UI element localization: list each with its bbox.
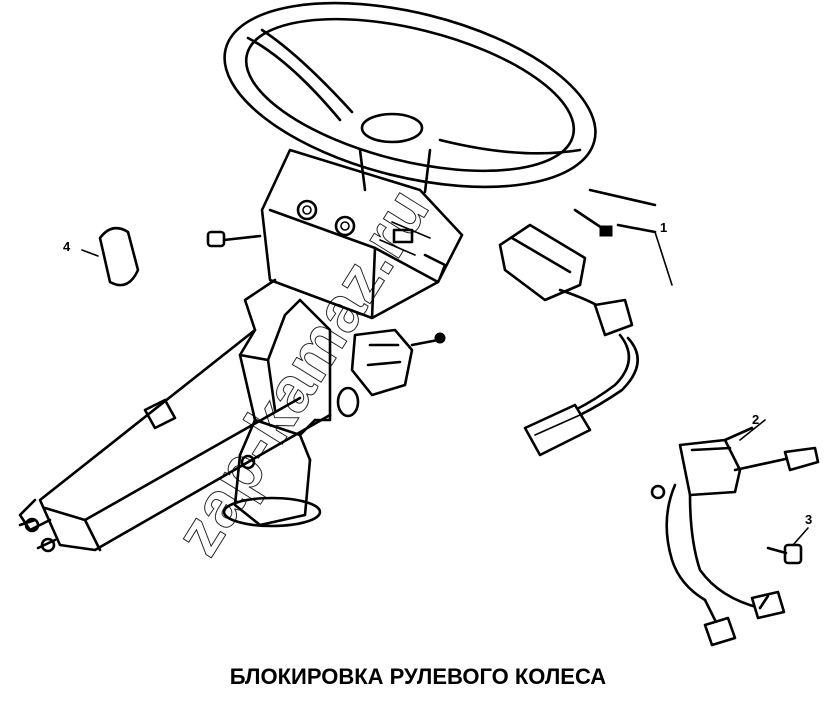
callout-2: 2 — [752, 412, 759, 427]
part-2-switch-harness: 2 — [650, 412, 820, 647]
housing-bolt — [206, 230, 262, 248]
callout-4: 4 — [63, 239, 71, 254]
column-base — [222, 418, 322, 528]
callout-1: 1 — [660, 220, 667, 235]
diagram-title: БЛОКИРОВКА РУЛЕВОГО КОЛЕСА — [229, 664, 607, 689]
steering-column-shaft — [18, 328, 332, 553]
lock-switch-body — [336, 328, 446, 418]
part-1-lock-assembly: 1 — [498, 188, 673, 457]
steering-wheel — [223, 1, 597, 194]
part-4-cap — [81, 226, 140, 287]
column-housing — [260, 148, 464, 320]
part-3-bolt: 3 — [766, 512, 812, 565]
callout-3: 3 — [805, 512, 812, 527]
